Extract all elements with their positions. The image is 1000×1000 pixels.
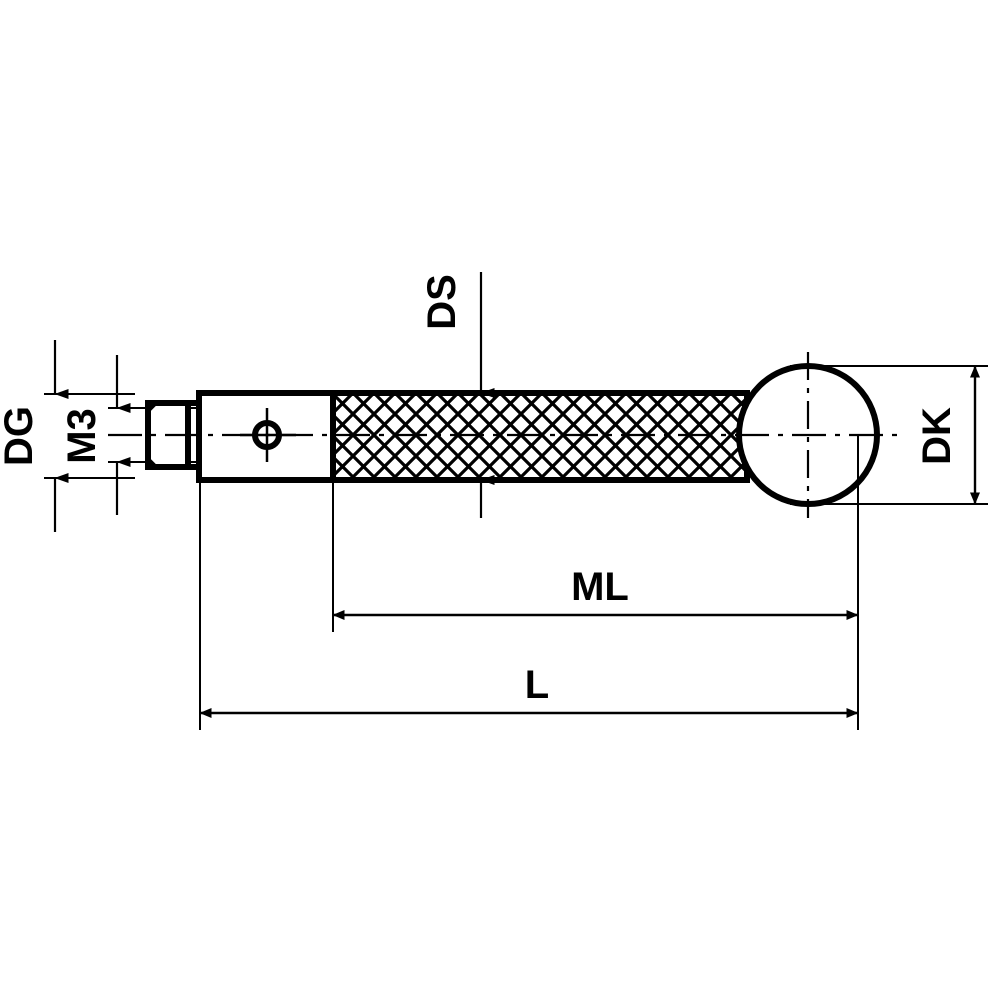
dimension-label-ds: DS — [420, 274, 464, 330]
dimension-label-ml: ML — [571, 565, 629, 609]
dimension-label-dk: DK — [915, 407, 959, 465]
dimension-label-l: L — [525, 663, 549, 707]
part-geometry — [108, 352, 905, 518]
dimension-DG: DG — [0, 340, 135, 532]
dimension-ML: ML — [332, 435, 859, 632]
dimension-DS: DS — [420, 272, 495, 518]
dimension-label-m3: M3 — [60, 408, 104, 464]
knurled-stem — [330, 390, 750, 483]
dimension-L: L — [199, 480, 859, 730]
knurl-fill — [333, 393, 747, 480]
dimension-DK: DK — [790, 365, 988, 505]
dimension-M3: M3 — [60, 355, 152, 515]
dimension-label-dg: DG — [0, 406, 41, 466]
